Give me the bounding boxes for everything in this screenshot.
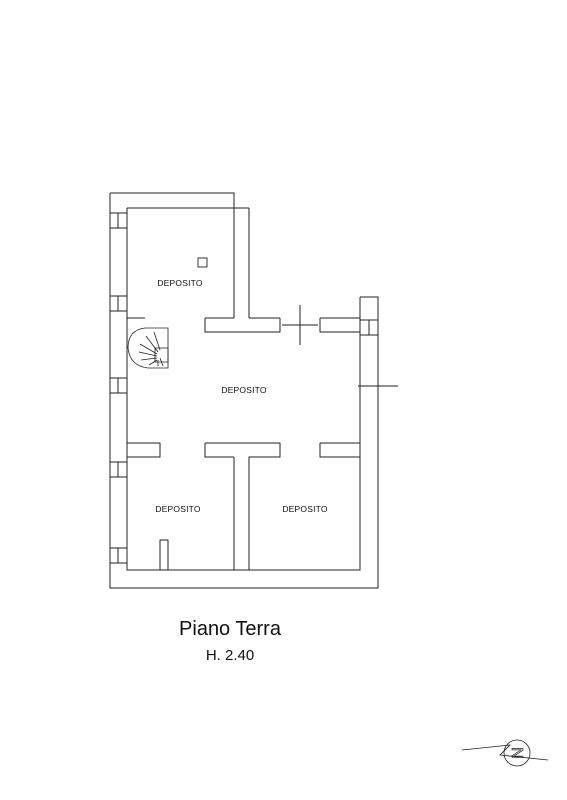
top-wall <box>110 192 235 209</box>
stair-steps <box>138 331 164 367</box>
vent-square <box>197 257 208 268</box>
stair-outline <box>127 327 169 369</box>
room-label-bottom-right: DEPOSITO <box>282 504 328 514</box>
top-left-room-right-wall <box>233 207 250 318</box>
window-right-1 <box>360 319 378 336</box>
north-arrow-pointer <box>461 744 549 761</box>
room-label-bottom-left: DEPOSITO <box>155 504 201 514</box>
bottom-partition-wall <box>127 442 360 570</box>
floor-height: H. 2.40 <box>205 647 255 664</box>
outer-wall-inner-line <box>126 208 361 571</box>
bottom-left-stub-wall <box>159 539 169 570</box>
door-cross-right <box>358 370 398 402</box>
north-arrow-circle <box>503 739 531 767</box>
north-arrow-letter: N <box>510 747 527 759</box>
window-left-4 <box>110 461 127 478</box>
top-partition-wall <box>127 317 360 333</box>
window-left-2 <box>110 295 127 312</box>
outer-wall-outer-line <box>109 193 379 589</box>
window-left-1 <box>110 212 127 229</box>
north-arrow-icon: N <box>461 739 549 767</box>
walls <box>109 192 379 589</box>
spiral-stair <box>127 327 169 369</box>
stair-core <box>154 347 169 363</box>
right-section-top-wall <box>249 297 361 319</box>
door-cross-top <box>282 305 318 345</box>
windows <box>110 212 378 564</box>
floor-title: Piano Terra <box>179 618 281 640</box>
room-label-central: DEPOSITO <box>221 385 267 395</box>
window-left-3 <box>110 377 127 394</box>
door-markers <box>282 305 398 402</box>
room-label-top-left: DEPOSITO <box>157 278 203 288</box>
window-left-5 <box>110 547 127 564</box>
